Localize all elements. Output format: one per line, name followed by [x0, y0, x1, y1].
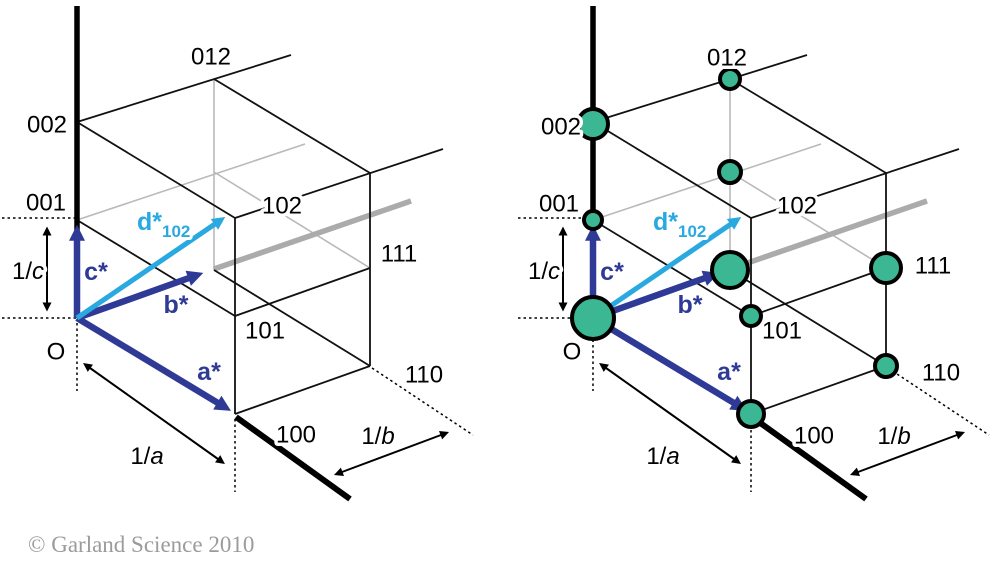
label-002: 002 — [27, 112, 67, 139]
label-101: 101 — [762, 318, 802, 345]
lattice-point-001 — [582, 209, 604, 231]
label-c-star: c* — [84, 258, 108, 286]
spacing-1a-arrow — [599, 363, 741, 464]
edge-002-102 — [76, 121, 236, 219]
label-1a: 1/a — [646, 443, 679, 470]
dotted-row-110 — [887, 367, 990, 436]
lattice-point-010 — [710, 250, 750, 290]
edge-101-111 — [234, 267, 371, 317]
label-100: 100 — [794, 423, 834, 450]
label-a-star: a* — [717, 358, 741, 386]
label-100: 100 — [276, 422, 316, 449]
hidden-row-001-011 — [76, 143, 306, 221]
b-axis-behind — [213, 198, 412, 272]
hidden-edges — [76, 79, 371, 270]
construction-lines — [2, 217, 474, 492]
label-110: 110 — [405, 362, 443, 389]
cell-edges — [592, 54, 960, 415]
label-c-star: c* — [600, 258, 624, 286]
label-001: 001 — [26, 190, 66, 217]
a-star-vector — [591, 315, 748, 411]
a-axis-extension — [750, 414, 868, 502]
spacing-arrows — [42, 226, 450, 477]
spacing-1b-arrow — [333, 430, 450, 477]
row-002-012-ext — [592, 54, 808, 123]
row-102-112-ext — [234, 148, 444, 219]
hidden-row-001-011 — [592, 143, 822, 221]
label-origin: O — [563, 339, 582, 366]
edge-100-110 — [750, 365, 887, 415]
b-axis-gray-segment — [729, 198, 928, 272]
edge-012-112 — [213, 78, 371, 174]
edge-001-101 — [592, 219, 752, 317]
label-1c: 1/c — [528, 258, 560, 285]
labels-right: 012 002 001 102 111 101 110 100 O 1/c 1/… — [524, 41, 963, 473]
spacing-1b-arrow — [849, 430, 966, 477]
cell-edges — [76, 54, 444, 415]
label-1b: 1/b — [877, 423, 910, 450]
vector-labels-right: c* b* a* — [597, 255, 744, 389]
label-b-star: b* — [164, 291, 189, 319]
copyright-text: © Garland Science 2010 — [28, 532, 254, 557]
label-111: 111 — [915, 253, 951, 280]
lattice-point-111 — [869, 251, 903, 285]
d-vector — [75, 217, 226, 321]
d102-vector — [591, 217, 742, 321]
d-vector — [591, 217, 742, 321]
a-star-vector — [75, 315, 232, 411]
label-012: 012 — [707, 45, 747, 72]
label-001: 001 — [539, 191, 579, 218]
edge-001-101 — [76, 219, 236, 317]
edge-012-112 — [729, 78, 887, 174]
wireframe-left — [2, 6, 474, 502]
a-axis-extension — [234, 414, 352, 502]
row-002-012-ext — [76, 54, 292, 123]
label-b-star: b* — [678, 291, 703, 319]
hidden-edge-011-111 — [729, 171, 887, 269]
lattice-points — [570, 67, 903, 429]
b-star-vector — [75, 270, 204, 322]
label-origin: O — [47, 339, 66, 366]
label-101: 101 — [245, 318, 285, 345]
label-110: 110 — [922, 360, 960, 387]
lattice-point-011 — [717, 159, 743, 185]
label-d-star: d*102 — [653, 208, 706, 241]
row-102-112-ext — [750, 148, 960, 219]
edge-101-111 — [750, 267, 887, 317]
labels-left: 012 002 001 102 111 101 110 100 O 1/c 1/… — [8, 40, 446, 473]
dotted-row-110 — [371, 367, 474, 436]
edge-002-102 — [592, 121, 752, 219]
d102-vector — [75, 217, 226, 321]
lattice-point-000 — [570, 295, 616, 341]
label-1a: 1/a — [130, 443, 163, 470]
spacing-arrows — [558, 226, 966, 477]
edge-010-110 — [213, 269, 371, 367]
label-102: 102 — [777, 193, 817, 220]
label-1c: 1/c — [12, 258, 44, 285]
label-102: 102 — [262, 193, 302, 220]
spacing-1a-arrow — [83, 363, 225, 464]
label-a-star: a* — [197, 358, 221, 386]
vector-labels-left: c* b* a* — [81, 255, 224, 389]
lattice-point-012 — [718, 67, 742, 91]
hidden-edge-011-111 — [213, 171, 371, 269]
label-111: 111 — [381, 241, 417, 268]
b-axis-gray-segment — [213, 198, 412, 272]
label-d-star: d*102 — [137, 208, 190, 241]
lattice-point-002 — [576, 107, 610, 141]
label-1b: 1/b — [361, 423, 394, 450]
lattice-point-110 — [873, 353, 899, 379]
label-012: 012 — [191, 44, 231, 71]
lattice-point-101 — [739, 304, 763, 328]
edge-010-110 — [729, 269, 887, 367]
edge-100-110 — [234, 365, 371, 415]
reciprocal-vectors — [69, 224, 232, 411]
b-axis-behind — [729, 198, 928, 272]
lattice-point-100 — [736, 399, 766, 429]
label-002: 002 — [541, 114, 581, 141]
